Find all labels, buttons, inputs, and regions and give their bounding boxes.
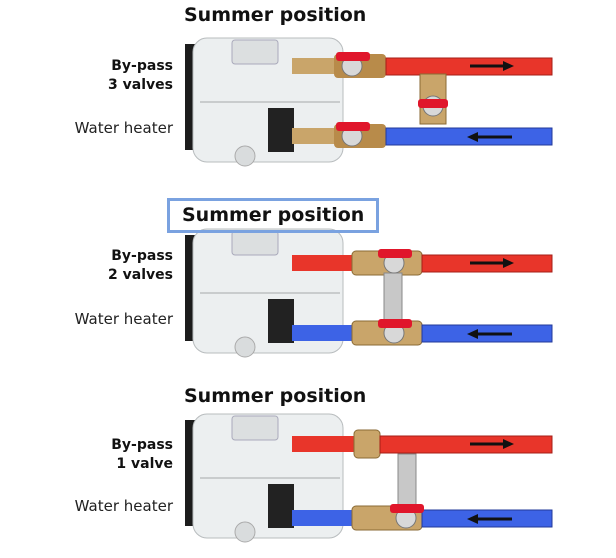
bypass-illustration-2-valves bbox=[185, 228, 553, 358]
valve-hot bbox=[336, 52, 370, 77]
bypass-label-line2: 2 valves bbox=[108, 267, 173, 283]
panel-bypass-2-valves: Summer position By-pass 2 valves Water h… bbox=[0, 185, 616, 370]
water-heater-label: Water heater bbox=[74, 497, 173, 515]
panel-bypass-1-valve: Summer position By-pass 1 valve Water he… bbox=[0, 370, 616, 558]
valve-hot bbox=[378, 249, 412, 274]
valve-cold bbox=[378, 319, 412, 344]
bypass-label-line2: 1 valve bbox=[116, 456, 173, 472]
bypass-illustration-1-valve bbox=[185, 413, 553, 543]
panel-bypass-3-valves: Summer position By-pass 3 valves Water h… bbox=[0, 0, 616, 185]
panel-title: Summer position bbox=[184, 4, 367, 26]
bypass-label-line1: By-pass bbox=[111, 437, 173, 453]
water-heater-label: Water heater bbox=[74, 119, 173, 137]
bypass-connector bbox=[397, 453, 417, 509]
bypass-label-line1: By-pass bbox=[111, 58, 173, 74]
cold-flow-arrow bbox=[467, 514, 512, 524]
panel-title: Summer position bbox=[167, 198, 380, 233]
hot-flow-arrow bbox=[470, 258, 514, 268]
bypass-label: By-pass 2 valves bbox=[108, 247, 173, 285]
hot-flow-arrow bbox=[470, 61, 514, 71]
panel-title: Summer position bbox=[184, 385, 367, 407]
cold-flow-arrow bbox=[467, 132, 512, 142]
cold-flow-arrow bbox=[467, 329, 512, 339]
bypass-label: By-pass 1 valve bbox=[111, 436, 173, 474]
hot-water-pipe bbox=[292, 429, 553, 459]
hot-flow-arrow bbox=[470, 439, 514, 449]
bypass-illustration-3-valves bbox=[185, 37, 553, 167]
bypass-label-line2: 3 valves bbox=[108, 77, 173, 93]
valve-bypass bbox=[418, 95, 448, 117]
valve-cold bbox=[336, 122, 370, 147]
water-heater-unit bbox=[185, 37, 344, 167]
bypass-connector bbox=[383, 272, 403, 324]
hot-water-pipe bbox=[292, 54, 553, 78]
bypass-label: By-pass 3 valves bbox=[108, 57, 173, 95]
bypass-label-line1: By-pass bbox=[111, 248, 173, 264]
water-heater-label: Water heater bbox=[74, 310, 173, 328]
valve-cold bbox=[390, 504, 424, 529]
